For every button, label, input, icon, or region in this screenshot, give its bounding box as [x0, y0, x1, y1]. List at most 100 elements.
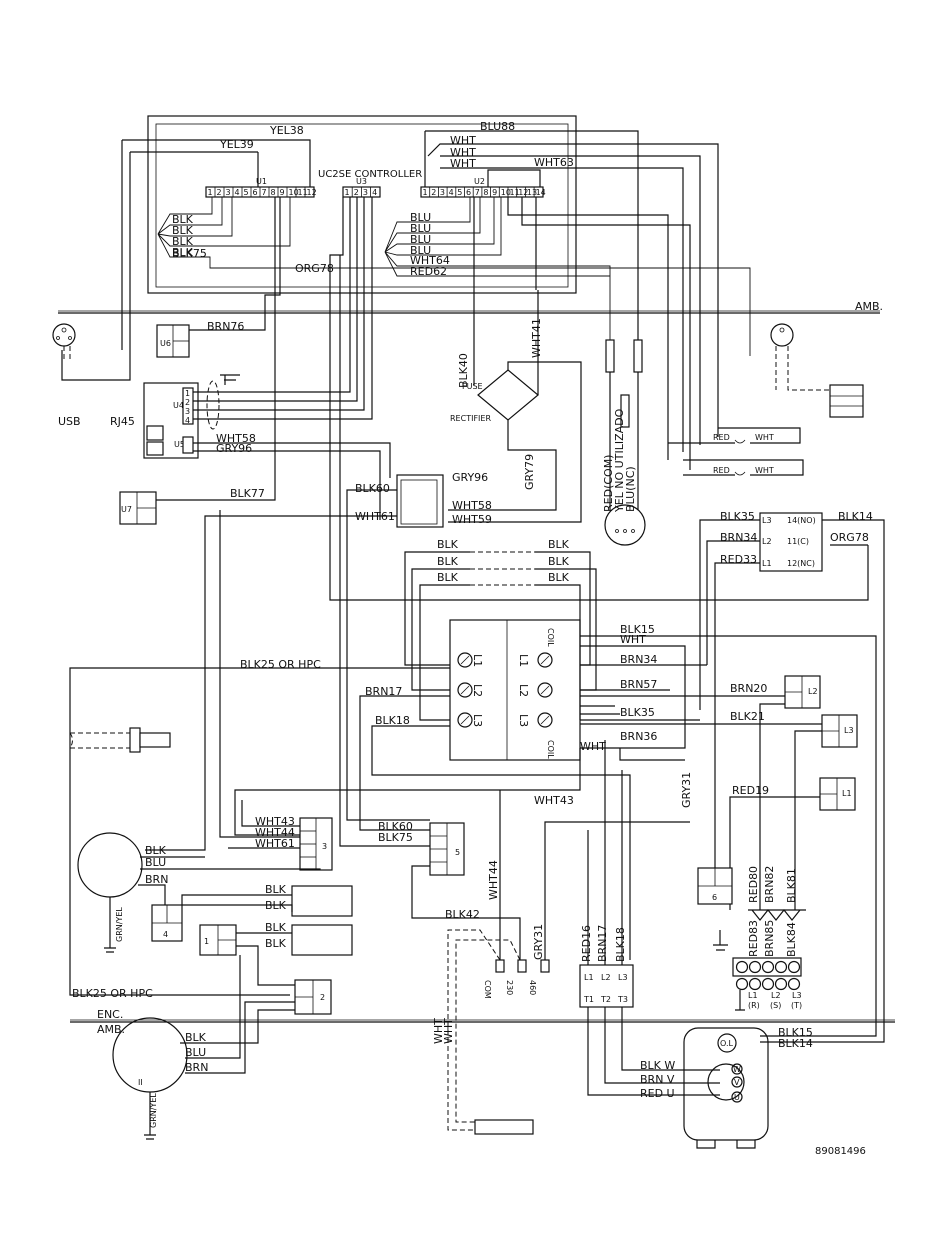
terminal-screw: [735, 977, 749, 991]
compressor-motor: [707, 1063, 745, 1101]
label-brn57: BRN57: [620, 678, 657, 691]
label-blk21: BLK21: [730, 710, 765, 723]
contactor-screw: [537, 682, 553, 698]
svg-text:WHT43: WHT43: [255, 815, 295, 828]
transformer-tail: [474, 1119, 534, 1135]
svg-text:BRN: BRN: [185, 1061, 208, 1074]
svg-text:L2: L2: [808, 687, 818, 696]
u2-label: U2: [474, 177, 485, 186]
compressor-contactor: [579, 964, 634, 1008]
u3-label: U3: [356, 177, 367, 186]
svg-text:BRN: BRN: [145, 873, 168, 886]
terminal-screw: [761, 960, 775, 974]
svg-text:GRN/YEL: GRN/YEL: [149, 1093, 158, 1128]
svg-text:BLK: BLK: [548, 571, 570, 584]
svg-text:RED: RED: [713, 433, 730, 442]
svg-text:BLK: BLK: [185, 1031, 207, 1044]
svg-text:BLU: BLU: [410, 211, 431, 224]
svg-text:L2: L2: [762, 537, 772, 546]
svg-text:II: II: [138, 1078, 143, 1087]
u2pins-pin-1: 1: [423, 188, 428, 197]
terminal-screw: [761, 977, 775, 991]
svg-text:BLK60: BLK60: [378, 820, 413, 833]
capacitor-2: [291, 924, 353, 956]
label-wht58: WHT58: [216, 432, 256, 445]
svg-text:5: 5: [455, 848, 460, 857]
svg-text:COIL: COIL: [546, 628, 555, 647]
label-red83: RED83: [747, 920, 760, 957]
label-blk77: BLK77: [230, 487, 265, 500]
svg-text:(T): (T): [791, 1001, 802, 1010]
svg-text:O.L: O.L: [720, 1039, 734, 1048]
svg-text:BLK: BLK: [437, 555, 459, 568]
label-blk25b: BLK25 OR HPC: [72, 987, 153, 1000]
svg-text:L3: L3: [762, 516, 772, 525]
label-amb-bottom: AMB.: [97, 1023, 125, 1036]
label-org78: ORG78: [295, 262, 334, 275]
svg-text:12(NC): 12(NC): [787, 559, 815, 568]
u1pins-pin-10: 10: [289, 188, 299, 197]
svg-text:WHT: WHT: [620, 633, 646, 646]
blk-bundle-u1: BLK BLK BLK BLK BLK75: [172, 213, 207, 260]
svg-text:BLK: BLK: [548, 555, 570, 568]
svg-text:WHT: WHT: [442, 1018, 455, 1044]
label-brn85: BRN85: [763, 920, 776, 957]
contactor-screw: [537, 712, 553, 728]
label-blk81: BLK81: [785, 868, 798, 903]
label-wht58b: WHT58: [452, 499, 492, 512]
label-amb-top: AMB.: [855, 300, 883, 313]
svg-text:COM: COM: [483, 980, 492, 999]
label-blk40: BLK40: [457, 353, 470, 388]
label-red-com: RED(COM): [602, 455, 615, 512]
svg-text:4: 4: [185, 416, 190, 425]
u3pins-pin-3: 3: [363, 188, 368, 197]
svg-text:L3: L3: [471, 714, 484, 727]
rj45-icon: [146, 441, 164, 456]
svg-text:T2: T2: [600, 995, 611, 1004]
u2pins-pin-5: 5: [457, 188, 462, 197]
pressure-switch-left: [69, 727, 171, 753]
svg-text:BLK: BLK: [265, 921, 287, 934]
svg-text:L1: L1: [517, 654, 530, 667]
label-blk35b: BLK35: [620, 706, 655, 719]
u2pins-pin-2: 2: [431, 188, 436, 197]
label-yel38: YEL38: [269, 124, 304, 137]
terminal-screw: [787, 977, 801, 991]
label-blk35: BLK35: [720, 510, 755, 523]
label-red80: RED80: [747, 866, 760, 903]
label-red16: RED16: [580, 925, 593, 962]
contactor-screw-slot: [460, 685, 470, 695]
terminal-screw: [748, 960, 762, 974]
u1pins-pin-11: 11: [298, 188, 308, 197]
svg-text:L1: L1: [471, 654, 484, 667]
label-blk18: BLK18: [375, 714, 410, 727]
label-brn17: BRN17: [365, 685, 402, 698]
contactor-screw-slot: [460, 655, 470, 665]
overload-icon: [717, 1033, 737, 1053]
svg-text:BLU: BLU: [185, 1046, 206, 1059]
u2pins-pin-8: 8: [483, 188, 488, 197]
svg-text:WHT: WHT: [755, 433, 774, 442]
svg-text:COIL: COIL: [546, 740, 555, 759]
label-brn17b: BRN17: [596, 925, 609, 962]
svg-text:V: V: [734, 1078, 740, 1087]
svg-text:BLK: BLK: [172, 246, 194, 259]
contactor-screw: [457, 712, 473, 728]
svg-text:BLK: BLK: [265, 937, 287, 950]
u1pins-pin-12: 12: [307, 188, 317, 197]
u1pins-pin-5: 5: [244, 188, 249, 197]
contactor-screw-slot: [540, 655, 550, 665]
svg-text:3: 3: [322, 842, 327, 851]
u2pins-pin-11: 11: [510, 188, 520, 197]
svg-text:2: 2: [320, 993, 325, 1002]
u3pins-pin-1: 1: [345, 188, 350, 197]
svg-text:14(NO): 14(NO): [787, 516, 816, 525]
svg-text:T3: T3: [617, 995, 628, 1004]
svg-text:4: 4: [163, 930, 168, 939]
label-blk14b: BLK14: [778, 1037, 813, 1050]
svg-text:WHT61: WHT61: [255, 837, 295, 850]
terminal-screw: [735, 960, 749, 974]
label-wht63: WHT63: [534, 156, 574, 169]
svg-text:BLU: BLU: [410, 222, 431, 235]
svg-text:11(C): 11(C): [787, 537, 809, 546]
